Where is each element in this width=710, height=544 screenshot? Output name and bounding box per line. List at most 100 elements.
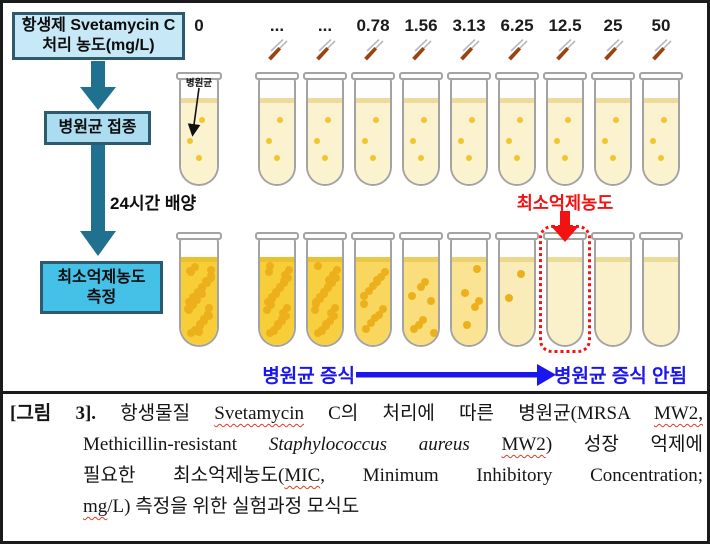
pathogen-colony-dot xyxy=(265,329,274,338)
caption-text: , Minimum Inhibitory Concentration; xyxy=(320,465,703,486)
tube-glass xyxy=(450,237,488,347)
liquid-surface xyxy=(181,257,217,262)
concentration-label: 0 xyxy=(194,16,204,35)
tube-rim xyxy=(591,72,635,80)
pathogen-colony-dot xyxy=(332,273,341,282)
pathogen-colony-dot xyxy=(319,287,328,296)
tube-liquid xyxy=(500,98,534,184)
mic-label: 최소억제농도 xyxy=(516,193,614,213)
tube-rim xyxy=(591,232,635,240)
mic-arrow-icon xyxy=(551,211,579,242)
pathogen-colony-dot xyxy=(195,320,204,329)
test-tube xyxy=(399,232,443,347)
pathogen-label: 병원균 xyxy=(185,78,213,89)
pathogen-arrow-icon xyxy=(187,87,201,137)
pathogen-colony-dot xyxy=(314,138,321,145)
tube-glass xyxy=(354,237,392,347)
pathogen-colony-dot xyxy=(186,266,195,275)
tube-liquid xyxy=(308,98,342,184)
concentration-label: 12.5 xyxy=(548,16,582,35)
pathogen-colony-dot xyxy=(204,309,213,318)
pathogen-colony-dot xyxy=(199,116,205,123)
caption-line-4: mg/L) 측정을 위한 실험과정 모식도 xyxy=(83,491,703,522)
pathogen-colony-dot xyxy=(410,138,417,145)
tube-rim xyxy=(351,72,395,80)
concentration-label: 3.13 xyxy=(452,16,486,35)
caption-divider xyxy=(3,391,707,394)
caption-text xyxy=(470,434,502,455)
pathogen-colony-dot xyxy=(613,116,619,123)
pathogen-colony-dot xyxy=(506,138,513,145)
flow-box1-line2: 처리 농도(mg/L) xyxy=(42,37,155,54)
pathogen-colony-dot xyxy=(373,116,379,123)
pathogen-colony-dot xyxy=(379,305,388,314)
test-tube xyxy=(447,72,491,186)
flow-box2-label: 병원균 접종 xyxy=(58,119,137,136)
pathogen-colony-dot xyxy=(554,138,561,145)
tube-rim xyxy=(399,232,443,240)
test-tube xyxy=(255,232,299,347)
pathogen-colony-dot xyxy=(267,293,276,302)
pathogen-colony-dot xyxy=(362,138,369,145)
liquid-surface xyxy=(181,98,217,103)
tube-glass xyxy=(642,77,680,186)
pipette-icon xyxy=(265,38,289,63)
pathogen-colony-dot xyxy=(187,329,196,338)
pathogen-colony-dot xyxy=(366,319,375,328)
pathogen-colony-dot xyxy=(429,329,438,338)
pathogen-colony-dot xyxy=(364,286,373,295)
caption-text: ) 성장 억제에 xyxy=(545,434,704,455)
tube-glass xyxy=(498,77,536,186)
down-arrow-long-icon xyxy=(80,145,116,256)
tube-liquid xyxy=(548,257,582,345)
caption-line-1: [그림 3]. 항생물질 Svetamycin C의 처리에 따른 병원균(MR… xyxy=(10,398,703,429)
pathogen-colony-dot xyxy=(514,154,521,161)
liquid-surface xyxy=(500,257,534,262)
tube-glass xyxy=(258,237,296,347)
tube-glass xyxy=(402,77,440,186)
caption-text: 필요한 최소억제농도( xyxy=(83,465,285,486)
tube-rim xyxy=(447,72,491,80)
tube-rim xyxy=(495,232,539,240)
caption-text: C의 처리에 따른 병원균(MRSA xyxy=(304,403,654,424)
pathogen-colony-dot xyxy=(332,265,341,274)
test-tube xyxy=(447,232,491,347)
tube-rim xyxy=(176,72,222,80)
pathogen-colony-dot xyxy=(330,311,339,320)
pathogen-colony-dot xyxy=(475,297,484,306)
pathogen-colony-dot xyxy=(408,292,417,301)
tube-liquid xyxy=(404,98,438,184)
pipette-icon xyxy=(505,38,529,63)
liquid-surface xyxy=(596,98,630,103)
pathogen-colony-dot xyxy=(517,270,526,279)
pathogen-colony-dot xyxy=(263,306,272,315)
pathogen-colony-dot xyxy=(187,138,194,145)
test-tube xyxy=(639,232,683,347)
test-tube xyxy=(591,72,635,186)
liquid-surface xyxy=(308,98,342,103)
pathogen-colony-dot xyxy=(360,300,369,309)
concentration-label: 0.78 xyxy=(356,16,390,35)
tube-liquid xyxy=(308,257,342,345)
liquid-surface xyxy=(644,257,678,262)
concentration-label: 50 xyxy=(651,16,671,35)
pathogen-colony-dot xyxy=(565,116,571,123)
pathogen-colony-dot xyxy=(269,325,278,334)
pathogen-colony-dot xyxy=(195,328,204,337)
test-tube xyxy=(303,72,347,186)
pathogen-colony-dot xyxy=(200,315,209,324)
tube-glass xyxy=(498,237,536,347)
test-tube xyxy=(255,72,299,186)
caption-text-misspelled: MW2 xyxy=(501,434,546,455)
growth-gradient-arrow-icon xyxy=(356,364,556,386)
pathogen-colony-dot xyxy=(325,116,331,123)
flow-box3-line2: 측정 xyxy=(86,288,117,306)
liquid-surface xyxy=(548,257,582,262)
liquid-surface xyxy=(260,98,294,103)
test-tube xyxy=(351,232,395,347)
concentration-label: 1.56 xyxy=(404,16,438,35)
caption-text-misspelled: MW2, xyxy=(653,403,704,424)
growth-label: 병원균 증식 xyxy=(262,366,355,387)
pathogen-colony-dot xyxy=(418,154,425,161)
tube-liquid xyxy=(404,257,438,345)
